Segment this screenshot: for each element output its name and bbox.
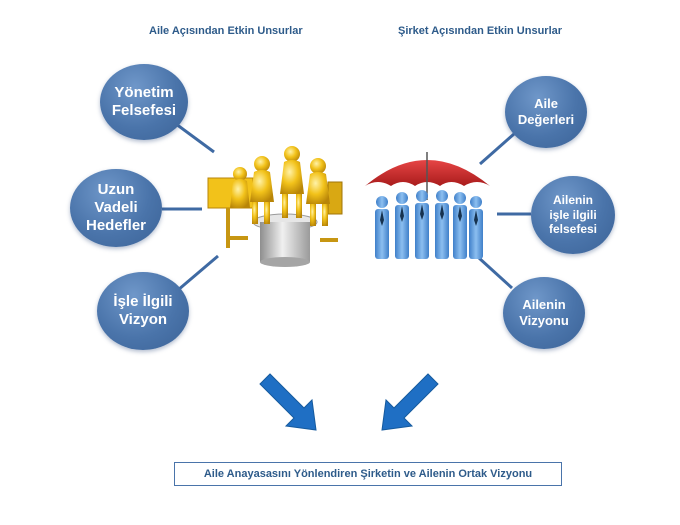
bubble-label: Ailenin Vizyonu [519,297,569,328]
arrow-down-left-icon [381,373,439,431]
bubble-isle-ilgili-vizyon: İşle İlgili Vizyon [97,272,189,350]
connector-isle [177,254,219,292]
bubble-ailenin-isle-ilgili-felsefesi: Ailenin işle ilgili felsefesi [531,176,615,254]
connector-yonetim [175,122,215,154]
umbrella-people-illustration [365,152,490,259]
bubble-ailenin-vizyonu: Ailenin Vizyonu [503,277,585,349]
bubble-yonetim-felsefesi: Yönetim Felsefesi [100,64,188,140]
right-heading: Şirket Açısından Etkin Unsurlar [398,25,563,37]
connector-ailenin-viz [477,256,514,290]
result-box: Aile Anayasasını Yönlendiren Şirketin ve… [174,462,562,486]
bubble-aile-degerleri: Aile Değerleri [505,76,587,148]
bubble-label: Aile Değerleri [517,96,575,127]
bubble-label: İşle İlgili Vizyon [113,293,173,328]
result-label: Aile Anayasasını Yönlendiren Şirketin ve… [203,468,533,480]
bubble-uzun-vadeli-hedefler: Uzun Vadeli Hedefler [70,169,162,247]
bubble-label: Yönetim Felsefesi [111,84,177,119]
connector-aile [479,132,515,166]
golden-team-illustration [207,146,343,267]
bubble-label: Ailenin işle ilgili felsefesi [548,193,598,237]
arrow-down-right-icon [259,373,317,431]
left-heading: Aile Açısından Etkin Unsurlar [149,25,303,37]
bubble-label: Uzun Vadeli Hedefler [85,181,147,234]
